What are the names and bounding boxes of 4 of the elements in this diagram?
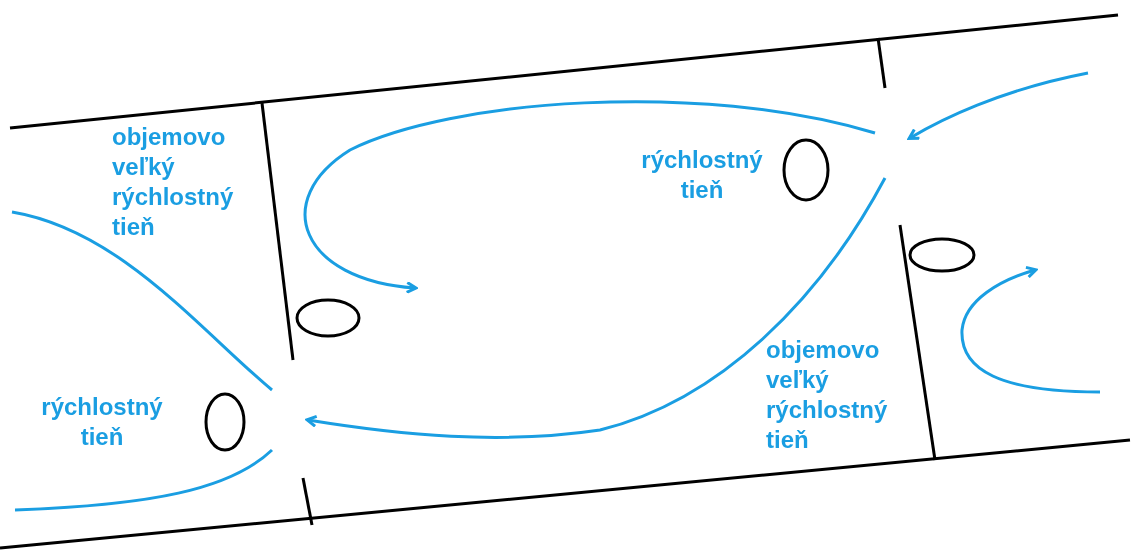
- zone-label: rýchlostný tieň: [40, 392, 164, 452]
- zone-label: objemovo veľký rýchlostný tieň: [112, 122, 235, 242]
- zone-label: objemovo veľký rýchlostný tieň: [766, 335, 889, 455]
- zone-label: rýchlostný tieň: [640, 145, 764, 205]
